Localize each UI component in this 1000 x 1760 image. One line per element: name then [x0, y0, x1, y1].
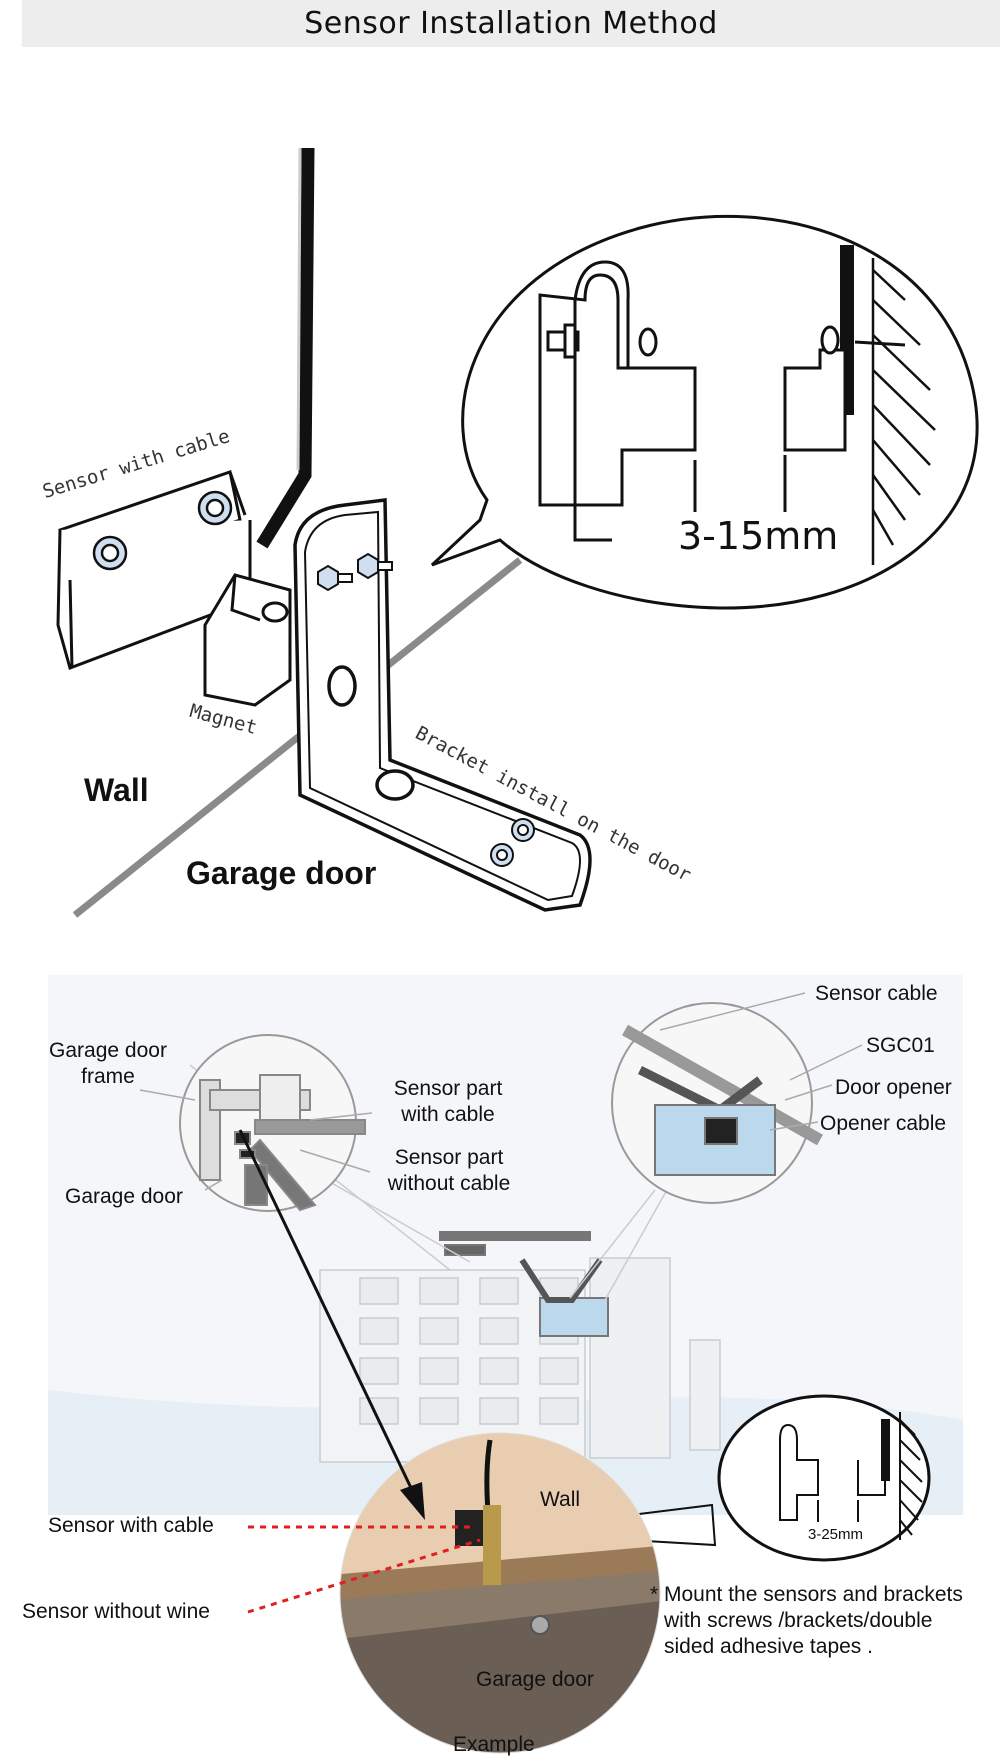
- title-bar: Sensor Installation Method: [22, 0, 1000, 47]
- label-sensor-part-without-cable: Sensor part without cable: [387, 1146, 511, 1195]
- arrow-head-icon: [400, 1482, 425, 1520]
- wall-cable: [256, 147, 315, 549]
- screw-icon: [92, 490, 233, 571]
- label-garage-door-top: Garage door: [186, 855, 377, 891]
- label-garage-door-bottom: Garage door: [65, 1185, 183, 1208]
- top-diagram: [56, 147, 979, 918]
- note-text: Mount the sensors and brackets with scre…: [664, 1583, 963, 1658]
- label-wall-top: Wall: [84, 772, 149, 808]
- scene-bg: [48, 975, 963, 1515]
- circle-frame: [179, 1034, 357, 1212]
- garage-door-panels: [319, 1257, 721, 1463]
- label-example: Example: [453, 1733, 535, 1756]
- bracket: [293, 498, 592, 912]
- label-garage-door-frame: Garage door frame: [49, 1039, 167, 1088]
- wall-hatch: [871, 258, 936, 565]
- label-wall-photo: Wall: [540, 1488, 581, 1511]
- label-sensor-cable: Sensor cable: [815, 982, 938, 1005]
- label-opener-cable: Opener cable: [820, 1112, 947, 1135]
- label-door-opener: Door opener: [835, 1076, 952, 1099]
- example-photo: [340, 1433, 660, 1753]
- note-asterisk: *: [650, 1583, 659, 1606]
- bolt-icon: [317, 552, 535, 867]
- label-sensor-with-cable-bottom: Sensor with cable: [48, 1514, 214, 1537]
- label-gap-bottom: 3-25mm: [808, 1526, 864, 1543]
- label-sensor-without-wine: Sensor without wine: [22, 1600, 210, 1623]
- opener-small: [439, 1231, 609, 1337]
- label-gap-top: 3-15mm: [678, 514, 839, 558]
- label-sgc01: SGC01: [866, 1034, 935, 1057]
- page-title: Sensor Installation Method: [304, 6, 718, 41]
- label-sensor-part-with-cable: Sensor part with cable: [393, 1077, 503, 1126]
- mounting-note: * Mount the sensors and brackets with sc…: [650, 1582, 984, 1660]
- label-garage-door-photo: Garage door: [476, 1668, 594, 1691]
- circle-opener: [611, 1002, 813, 1204]
- magnet-block: [203, 573, 292, 707]
